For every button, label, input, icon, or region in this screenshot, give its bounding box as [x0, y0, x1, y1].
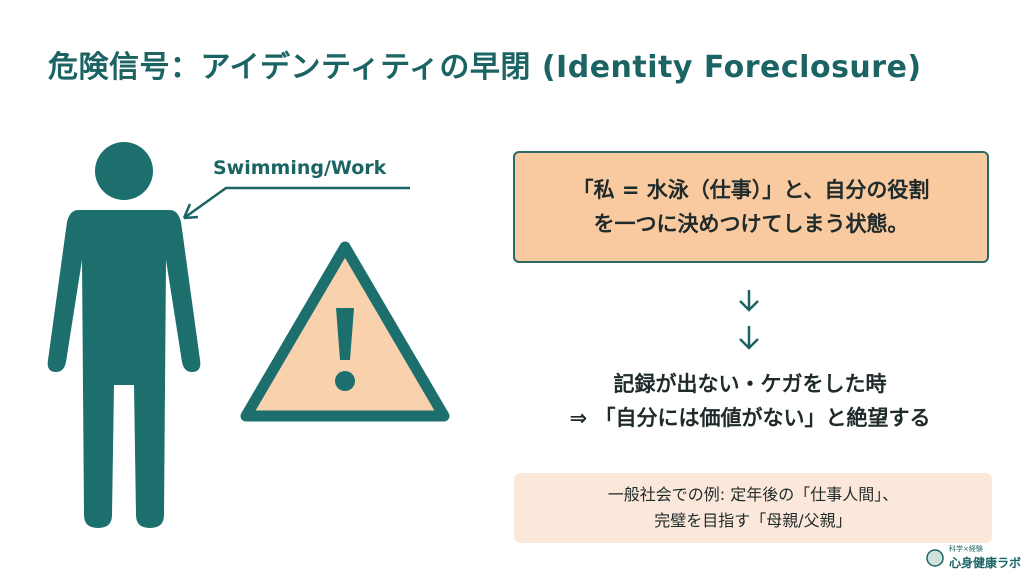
page-title: 危険信号：アイデンティティの早閉 (Identity Foreclosure) [48, 50, 922, 85]
logo-tagline: 科学×経験 [949, 545, 983, 553]
figure-label: Swimming/Work [213, 157, 387, 179]
person-icon [47, 142, 201, 528]
warning-triangle-icon [240, 241, 450, 422]
definition-line: を一つに決めつけてしまう状態。 [593, 212, 909, 236]
example-line: 完璧を目指す「母親/父親」 [654, 511, 852, 530]
down-arrows-icon [739, 290, 759, 350]
consequence-line: 記録が出ない・ケガをした時 [613, 372, 887, 396]
example-box: 一般社会での例: 定年後の「仕事人間」、完璧を目指す「母親/父親」 [514, 473, 992, 543]
consequence-text: 記録が出ない・ケガをした時 ⇒ 「自分には価値がない」と絶望する [520, 367, 980, 435]
example-line: 一般社会での例: 定年後の「仕事人間」、 [607, 485, 899, 504]
consequence-line: ⇒ 「自分には価値がない」と絶望する [569, 406, 931, 430]
logo-name: 心身健康ラボ [949, 556, 1022, 570]
logo-globe-icon [926, 548, 944, 567]
definition-box: 「私 = 水泳（仕事）」と、自分の役割を一つに決めつけてしまう状態。 [513, 151, 989, 263]
definition-line: 「私 = 水泳（仕事）」と、自分の役割 [572, 178, 930, 202]
pointer-arrow-icon [182, 186, 410, 220]
logo: 科学×経験心身健康ラボ [925, 544, 1021, 571]
